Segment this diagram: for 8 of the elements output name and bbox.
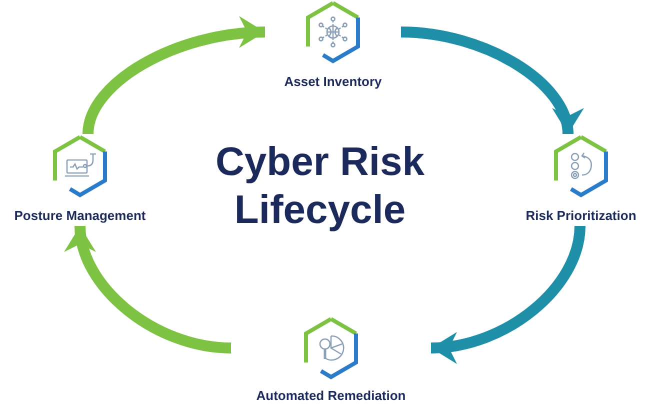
diagram-title: Cyber Risk Lifecycle [214,139,426,234]
cycle-arrow [82,17,266,135]
step-label: Risk Prioritization [526,207,636,225]
cycle-arrow [66,225,232,354]
step-label: Automated Remediation [256,386,406,404]
cycle-arrow [430,225,586,362]
step-label: Posture Management [14,207,146,225]
step-label: Asset Inventory [284,73,382,91]
